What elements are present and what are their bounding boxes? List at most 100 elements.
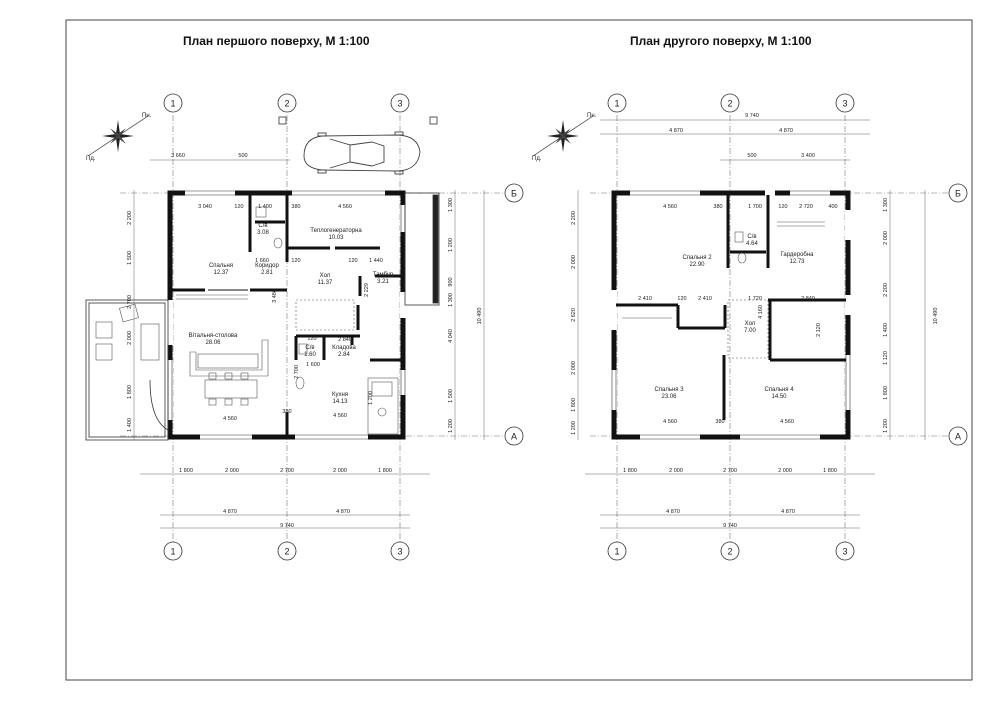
dim-text: 380 xyxy=(715,419,724,425)
dim-text: 2 700 xyxy=(280,468,294,474)
dim-text: 380 xyxy=(282,409,291,415)
dim-text: 1 500 xyxy=(127,251,133,265)
axis-label-a: А xyxy=(511,432,517,442)
dim-text: 4 040 xyxy=(448,329,454,343)
axis-label-2: 2 xyxy=(284,547,289,557)
room-area: 11.37 xyxy=(318,280,333,286)
axis-label-1: 1 xyxy=(614,547,619,557)
dim-text: 1 800 xyxy=(623,468,637,474)
post-marker xyxy=(429,116,438,125)
dim-text: 4 560 xyxy=(338,204,352,210)
axis-label-3: 3 xyxy=(842,99,847,109)
room-area: 3.08 xyxy=(257,230,269,236)
axis-label-b: Б xyxy=(955,189,961,199)
first-floor-title: План першого поверху, М 1:100 xyxy=(183,34,370,48)
dim-text: 2 620 xyxy=(571,308,577,322)
dim-text: 4 560 xyxy=(663,419,677,425)
dim-text: 4 870 xyxy=(666,509,680,515)
axis-label-1: 1 xyxy=(170,99,175,109)
dim-text: 2 840 xyxy=(338,337,352,343)
dim-text: 4 870 xyxy=(223,509,237,515)
dimension-lines xyxy=(133,119,926,529)
car-icon xyxy=(303,131,421,175)
room-name: Кухня xyxy=(332,392,348,398)
axis-grid xyxy=(120,115,950,545)
room-area: 14.13 xyxy=(332,399,348,405)
compass-north-label: Пн. xyxy=(142,113,152,119)
room-area: 10.03 xyxy=(328,235,344,241)
dim-text: 2 000 xyxy=(333,468,347,474)
second-floor-walls xyxy=(611,190,851,440)
room-area: 3.21 xyxy=(377,279,389,285)
entrance-canopy xyxy=(404,192,440,306)
dim-text: 2 200 xyxy=(883,283,889,297)
axis-label-2: 2 xyxy=(284,99,289,109)
dim-text: 1 800 xyxy=(127,385,133,399)
dim-text: 1 660 xyxy=(255,258,269,264)
dim-text: 500 xyxy=(238,153,247,159)
compass-icon xyxy=(87,115,149,157)
room-name: Гардеробна xyxy=(780,252,814,258)
dim-text: 2 000 xyxy=(225,468,239,474)
dim-text: 2 700 xyxy=(294,365,300,379)
sheet-frame xyxy=(65,19,973,681)
dim-text: 3 480 xyxy=(272,289,278,303)
room-name: Спальня 4 xyxy=(764,387,794,393)
room-name: Спальня 3 xyxy=(654,387,684,393)
dim-text: 500 xyxy=(747,153,756,159)
dim-text: 1 800 xyxy=(378,468,392,474)
dim-text: 380 xyxy=(713,204,722,210)
axis-label-b: Б xyxy=(511,189,517,199)
room-name: С/в xyxy=(305,345,314,351)
dim-text: 1 300 xyxy=(448,198,454,212)
room-area: 12.73 xyxy=(789,259,805,265)
dim-text: 2 000 xyxy=(571,361,577,375)
second-floor-title: План другого поверху, М 1:100 xyxy=(630,34,812,48)
dim-text: 1 500 xyxy=(448,389,454,403)
axis-label-2: 2 xyxy=(727,547,732,557)
dim-text: 2 000 xyxy=(127,331,133,345)
room-name: Спальня 2 xyxy=(682,255,712,261)
dim-text: 2 700 xyxy=(127,295,133,309)
dim-text: 1 720 xyxy=(748,296,762,302)
dim-text: 1 800 xyxy=(571,398,577,412)
axis-label-3: 3 xyxy=(397,547,402,557)
dim-text: 4 560 xyxy=(333,413,347,419)
room-name: Вітальня-столова xyxy=(189,333,238,339)
axis-bubbles xyxy=(163,93,968,561)
furniture-first-floor xyxy=(95,206,399,435)
furniture-second-floor xyxy=(622,221,825,359)
dim-text: 1 400 xyxy=(127,418,133,432)
axis-labels: 1 2 3 1 2 3 1 2 3 1 2 3 Б А Б А xyxy=(170,99,961,557)
room-name: С/в xyxy=(258,223,267,229)
room-area: 12.37 xyxy=(213,270,229,276)
room-area: 4.64 xyxy=(746,241,758,247)
dim-text: 1 800 xyxy=(179,468,193,474)
dim-text: 4 870 xyxy=(781,509,795,515)
axis-label-a: А xyxy=(955,432,961,442)
dim-text: 2 120 xyxy=(816,323,822,337)
dim-text: 120 xyxy=(291,258,300,264)
room-name: Теплогенераторна xyxy=(310,228,362,234)
dim-text: 120 xyxy=(307,336,316,342)
compass-north-label: Пн. xyxy=(587,113,597,119)
dim-text: 2 200 xyxy=(571,211,577,225)
dim-text: 4 870 xyxy=(669,128,683,134)
dim-text: 2 000 xyxy=(883,231,889,245)
dim-text: 3 040 xyxy=(198,204,212,210)
dim-text: 4 560 xyxy=(223,416,237,422)
room-area: 14.50 xyxy=(771,394,787,400)
dim-text: 2 410 xyxy=(698,296,712,302)
axis-label-3: 3 xyxy=(397,99,402,109)
compass-icon xyxy=(532,115,594,157)
dim-text: 2 720 xyxy=(799,204,813,210)
room-name: С/в xyxy=(747,234,756,240)
dim-text: 10 490 xyxy=(933,308,939,325)
room-name: Хол xyxy=(745,321,756,327)
dim-text: 4 870 xyxy=(336,509,350,515)
compass-south-label: Пд. xyxy=(532,156,542,162)
dim-text: 9 740 xyxy=(280,523,294,529)
dim-text: 4 560 xyxy=(663,204,677,210)
